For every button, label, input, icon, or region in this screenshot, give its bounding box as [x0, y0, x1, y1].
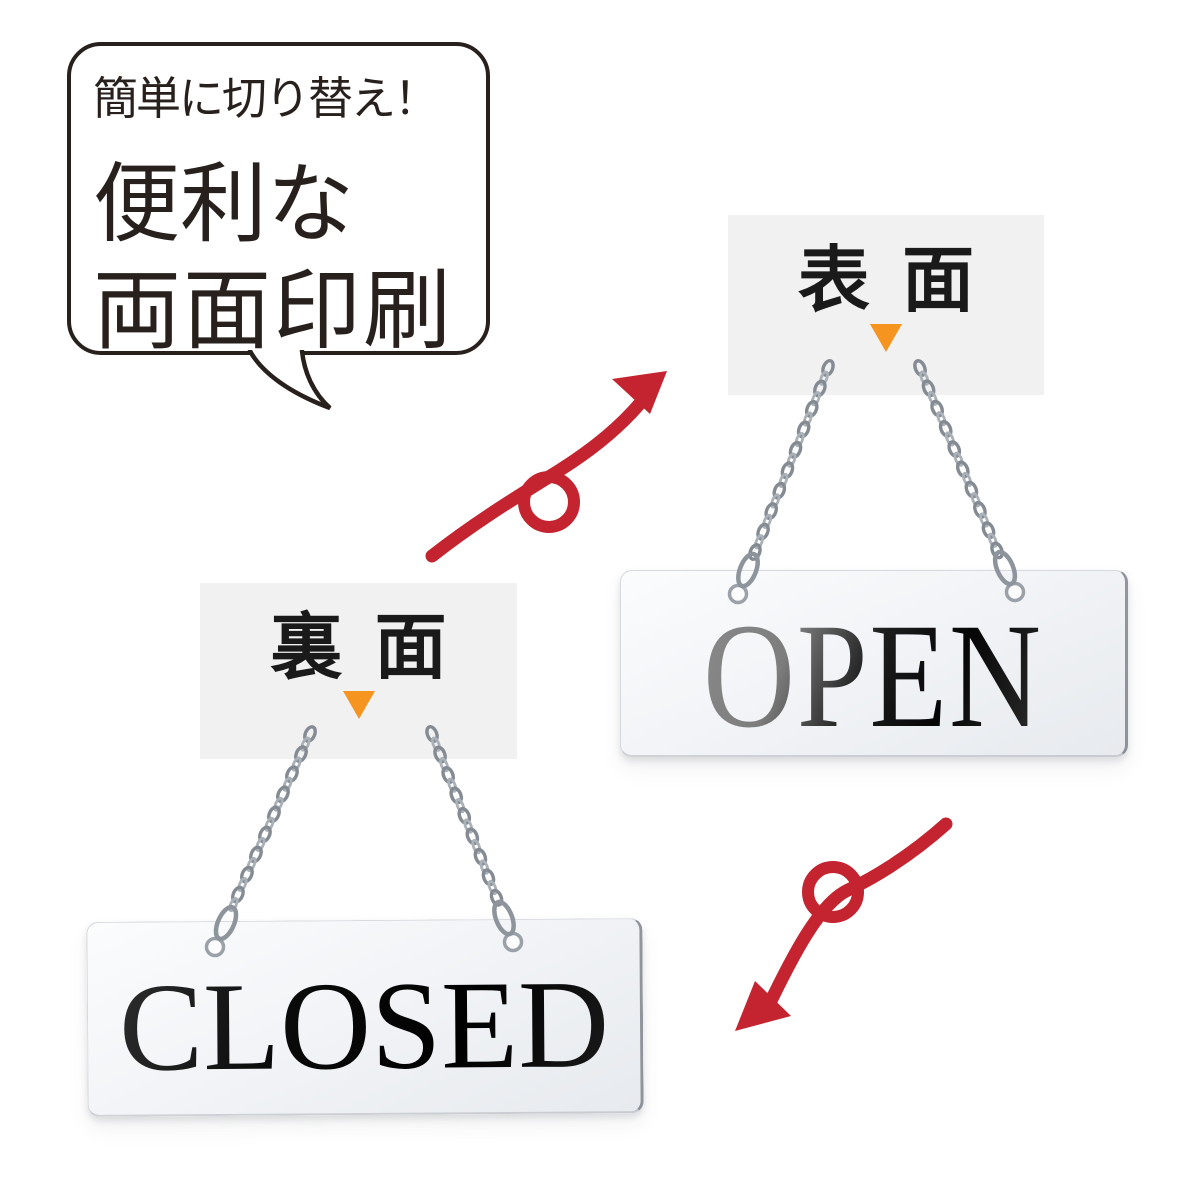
back-side-label: 裏面 [200, 583, 517, 759]
back-side-label-text: 裏面 [270, 608, 480, 688]
triangle-down-icon [870, 324, 902, 352]
front-side-label: 表面 [728, 215, 1044, 395]
triangle-down-icon [342, 691, 375, 719]
open-sign-plate: OPEN [620, 570, 1128, 757]
front-side-label-text: 表面 [797, 241, 1007, 321]
bubble-headline-line1: 便利な [93, 156, 354, 253]
speech-bubble-tail-icon [247, 350, 332, 411]
open-sign-text: OPEN [703, 593, 1043, 759]
flip-arrow-down-icon [735, 817, 953, 1031]
closed-sign-plate: CLOSED [86, 918, 644, 1117]
closed-sign-text: CLOSED [118, 955, 610, 1098]
speech-bubble: 簡単に切り替え！ 便利な 両面印刷 [67, 42, 490, 360]
bubble-catchphrase: 簡単に切り替え！ [93, 73, 439, 124]
flip-arrow-up-icon [425, 371, 667, 563]
bubble-headline-line2: 両面印刷 [93, 261, 454, 360]
